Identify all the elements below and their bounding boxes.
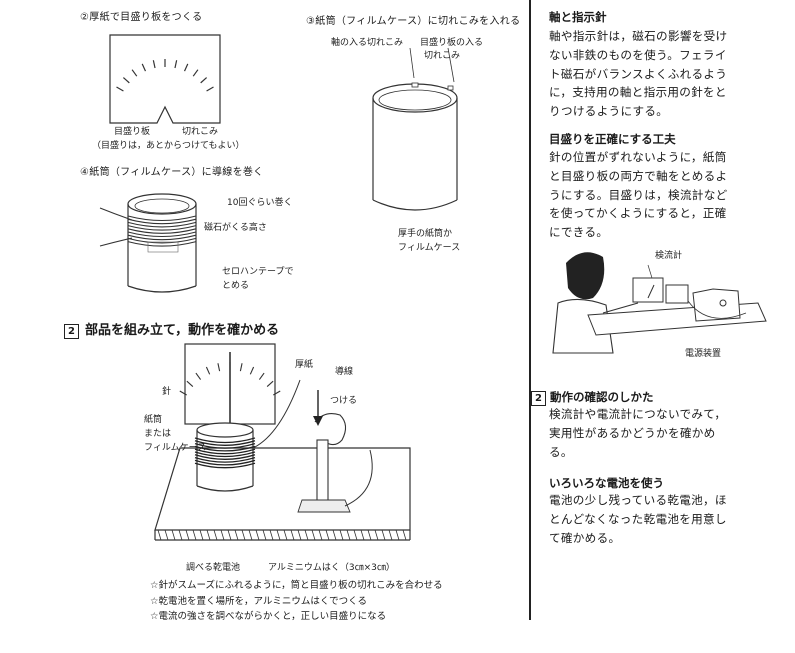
text-line: ない非鉄のものを使う。フェライ — [549, 47, 727, 62]
magnet-height-label: 磁石がくる高さ — [204, 223, 267, 233]
text-line: ト磁石がバランスよくふれるよう — [549, 66, 728, 81]
text-line: 軸や指示針は，磁石の影響を受け — [549, 29, 728, 43]
text-line: る。 — [549, 444, 573, 459]
text-line: と目盛り板の両方で軸をとめるよ — [549, 168, 728, 183]
tape-label-2: とめる — [222, 281, 250, 291]
fig4-caption: ④紙筒（フィルムケース）に導線を巻く — [80, 167, 264, 178]
section-batteries-body: 電池の少し残っている乾電池，ほ とんどなくなった乾電池を用意し て確かめる。 — [549, 491, 767, 547]
scale-note: （目盛りは，あとからつけてもよい） — [92, 141, 245, 151]
text-line: うにする。目盛りは，検流計など — [549, 187, 728, 202]
fig2-caption: ②厚紙で目盛り板をつくる — [80, 12, 203, 23]
galvanometer-label: 検流計 — [655, 251, 683, 261]
section-check-number: 2 — [531, 391, 546, 406]
plate-notch-label-1: 目盛り板の入る — [420, 38, 484, 48]
text-line: 実用性があるかどうかを確かめ — [549, 425, 716, 440]
step2-title: 部品を組み立て，動作を確かめる — [85, 323, 280, 338]
text-line: に，支持用の軸と指示用の針をと — [549, 85, 727, 100]
note-1: ☆針がスムーズにふれるように，筒と目盛り板の切れこみを合わせる — [150, 580, 443, 591]
step2-number: 2 — [64, 324, 79, 339]
tube-label-1: 厚手の紙筒か — [398, 229, 453, 239]
turns-label: 10回ぐらい巻く — [227, 198, 293, 208]
text-line: て確かめる。 — [549, 530, 621, 545]
attach-label: つける — [330, 396, 358, 406]
scale-plate-drawing — [109, 34, 221, 124]
power-supply-label: 電源装置 — [685, 349, 722, 359]
tape-label-1: セロハンテープで — [222, 267, 294, 277]
section-check-title: 動作の確認のしかた — [550, 390, 654, 404]
axis-notch-label: 軸の入る切れこみ — [331, 38, 404, 48]
galvanometer-illustration — [552, 252, 767, 354]
tube-label-c: フィルムケース — [144, 443, 207, 453]
notch-label: 切れこみ — [182, 127, 219, 137]
text-line: とんどなくなった乾電池を用意し — [549, 511, 727, 526]
text-line: にできる。 — [549, 225, 609, 240]
text-line: を使ってかくようにすると，正確 — [549, 206, 727, 221]
wire-label: 導線 — [335, 367, 354, 377]
plate-notch-label-2: 切れこみ — [424, 51, 461, 61]
section-accuracy-body: 針の位置がずれないように，紙筒 と目盛り板の両方で軸をとめるよ うにする。目盛り… — [549, 148, 767, 242]
cardboard-label: 厚紙 — [295, 360, 314, 370]
scale-plate-label: 目盛り板 — [114, 127, 151, 137]
foil-label: アルミニウムはく（3㎝×3㎝） — [268, 563, 395, 573]
text-line: りつけるようにする。 — [549, 104, 669, 119]
section-axis-needle-title: 軸と指示針 — [549, 10, 607, 24]
tube-label-a: 紙筒 — [144, 415, 163, 425]
assembly-drawing — [154, 343, 411, 541]
section-check-body: 検流計や電流計につないでみて， 実用性があるかどうかを確かめ る。 — [549, 405, 767, 461]
text-line: 検流計や電流計につないでみて， — [549, 407, 727, 421]
battery-label: 調べる乾電池 — [186, 563, 241, 573]
needle-label: 針 — [162, 387, 172, 397]
tube-label-2: フィルムケース — [398, 243, 461, 253]
text-line: 針の位置がずれないように，紙筒 — [549, 150, 727, 164]
section-axis-needle-body: 軸や指示針は，磁石の影響を受け ない非鉄のものを使う。フェライ ト磁石がバランス… — [549, 27, 767, 121]
column-divider — [529, 0, 531, 620]
section-check-heading: 2 動作の確認のしかた — [531, 389, 654, 406]
step2-heading: 2 部品を組み立て，動作を確かめる — [64, 319, 279, 339]
section-accuracy-title: 目盛りを正確にする工夫 — [549, 132, 676, 146]
section-batteries-title: いろいろな電池を使う — [549, 476, 664, 490]
coil-drawing — [99, 193, 197, 293]
note-2: ☆乾電池を置く場所を，アルミニウムはくでつくる — [150, 596, 367, 607]
fig3-caption: ③紙筒（フィルムケース）に切れこみを入れる — [306, 16, 521, 27]
note-3: ☆電流の強さを調べながらかくと，正しい目盛りになる — [150, 611, 387, 622]
text-line: 電池の少し残っている乾電池，ほ — [549, 493, 727, 507]
notched-tube-drawing — [372, 47, 458, 211]
tube-label-b: または — [144, 429, 172, 439]
